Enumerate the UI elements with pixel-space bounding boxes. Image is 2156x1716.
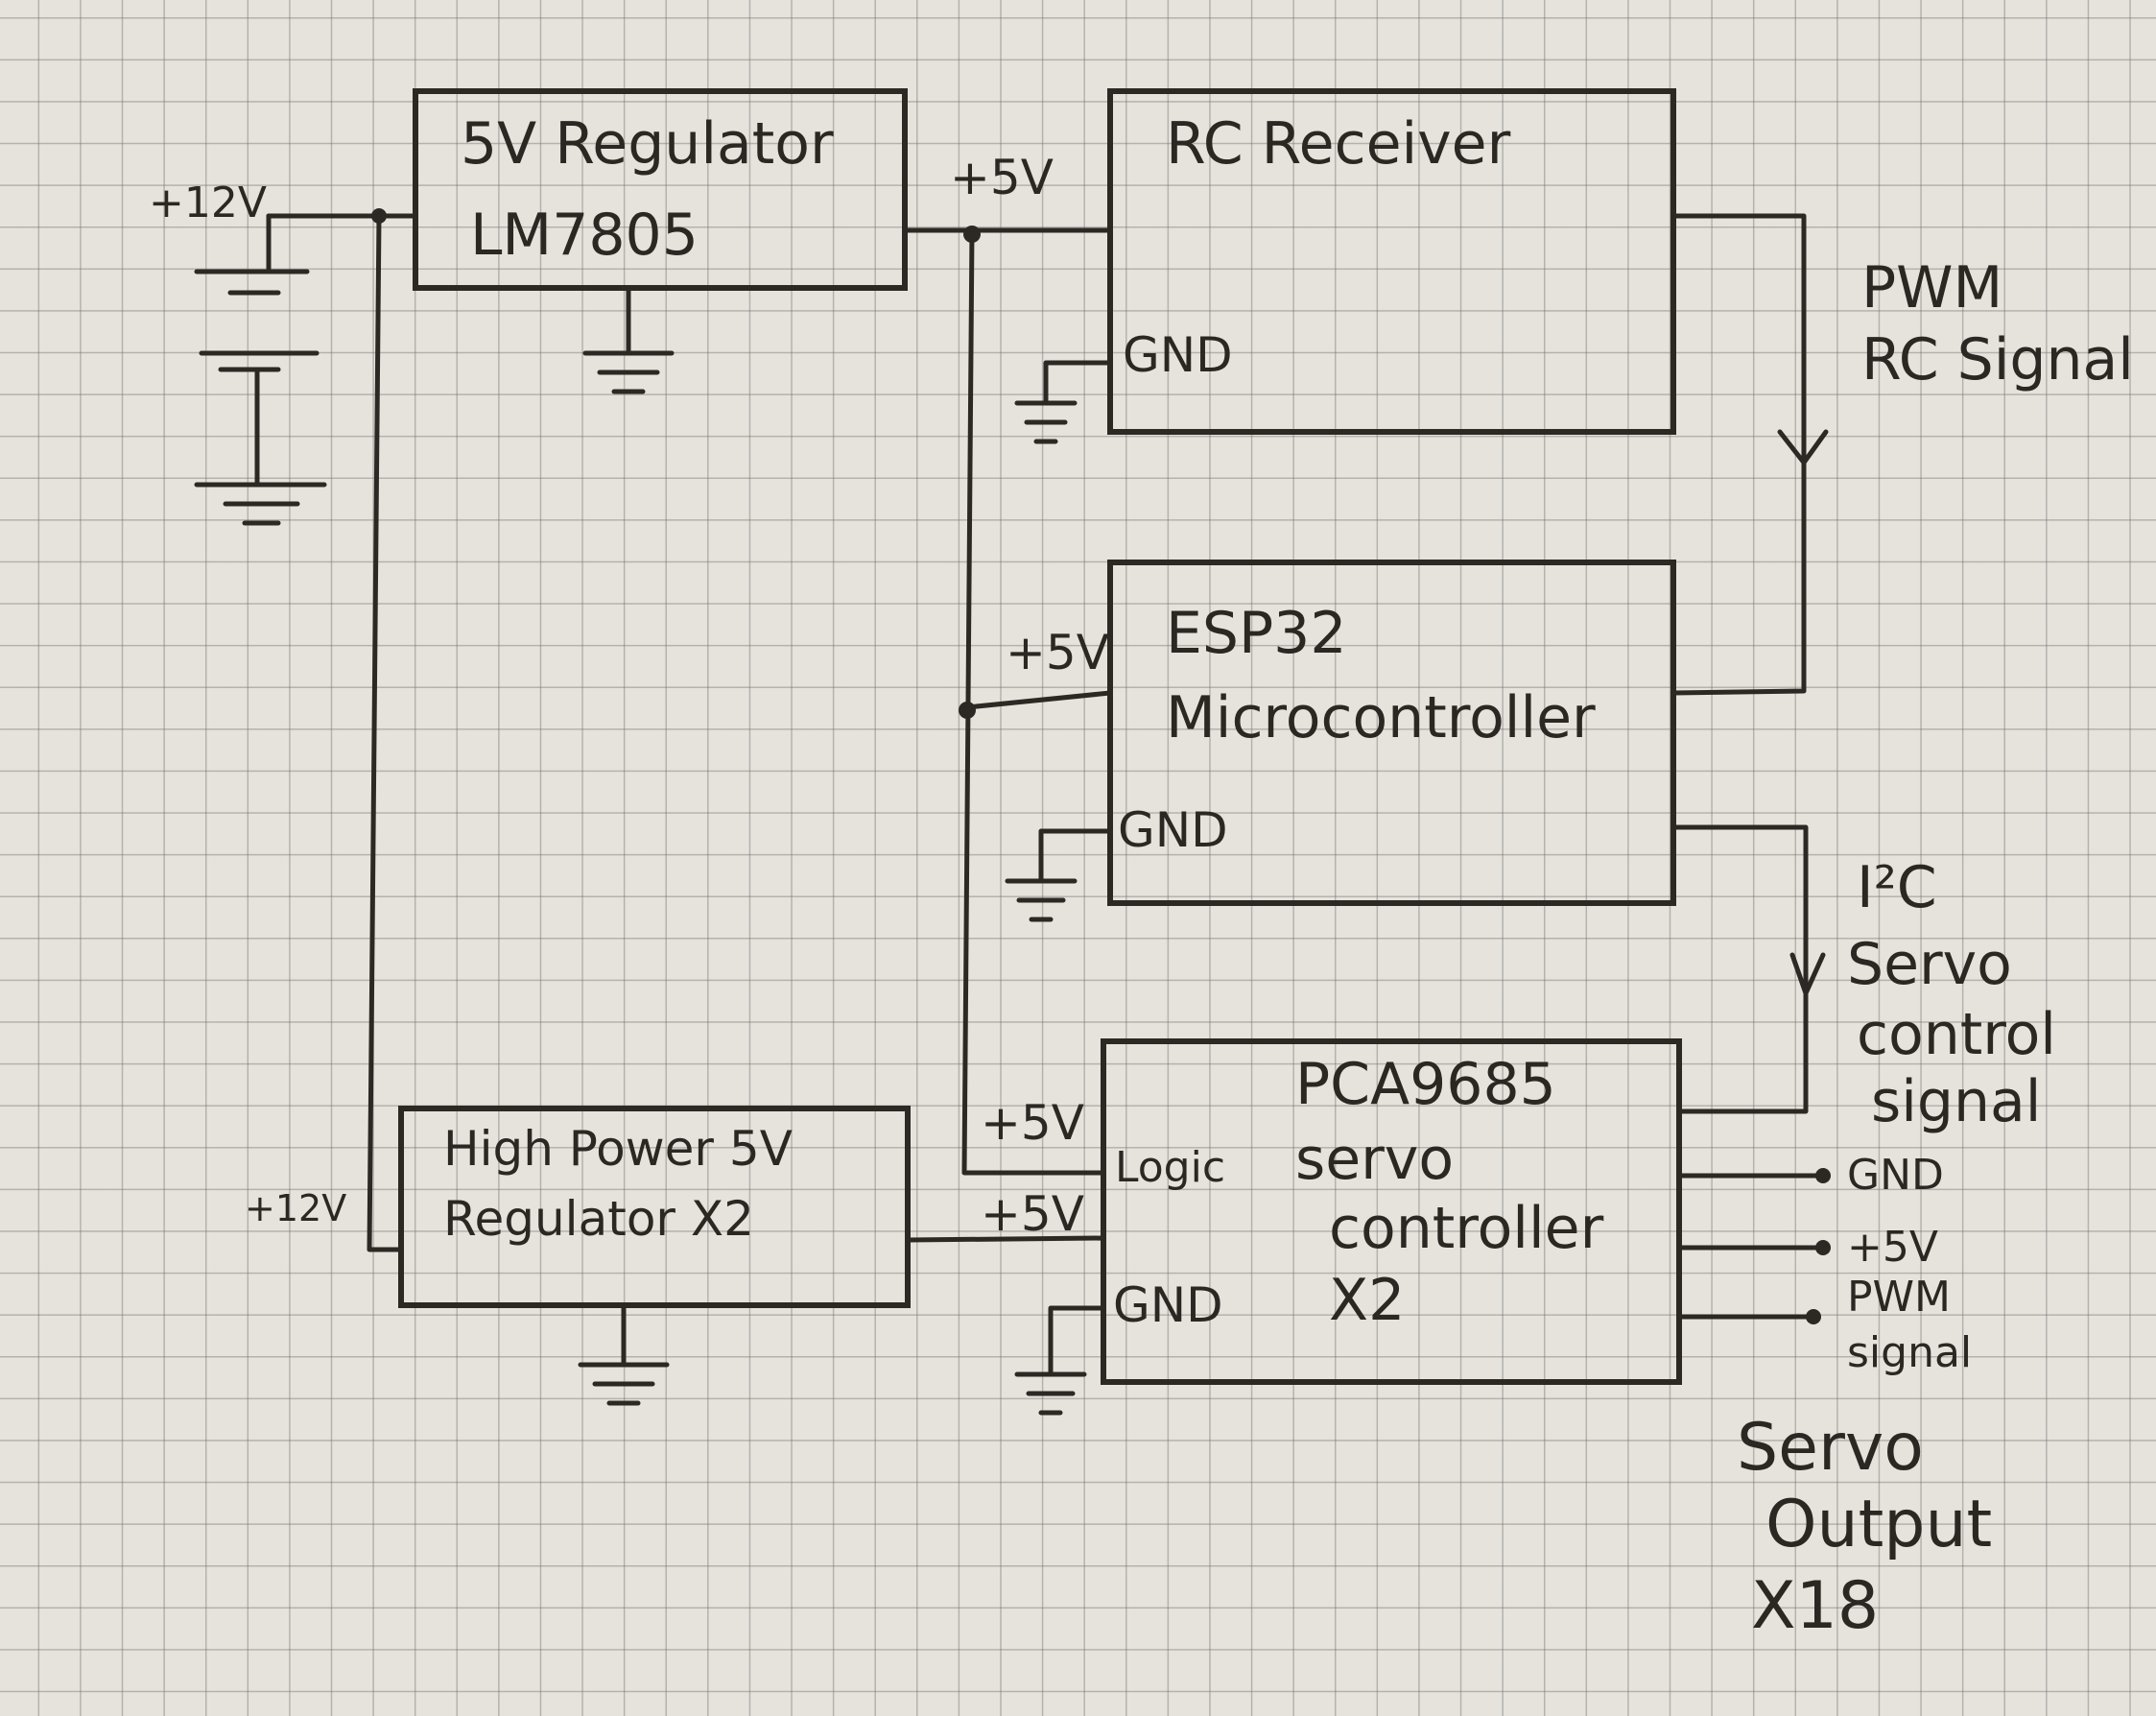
servo-pin-pwm: [1806, 1309, 1821, 1324]
junction-5v-rail: [963, 226, 981, 243]
pca9685-title: PCA9685: [1295, 1051, 1556, 1118]
servo-pin-5v: [1815, 1240, 1831, 1255]
ground-symbol: [1005, 878, 1078, 922]
pca9685-gnd-label: GND: [1113, 1277, 1223, 1333]
servo-pin-signal-label: signal: [1847, 1328, 1973, 1377]
pca9685-logic-5v-label: +5V: [981, 1095, 1084, 1151]
i2c-label: I²C: [1857, 854, 1937, 921]
high-power-regulator-title: High Power 5V: [443, 1121, 793, 1177]
block-rc-receiver: [1107, 88, 1676, 435]
block-5v-regulator: [413, 88, 908, 291]
ground-symbol: [1014, 1371, 1087, 1416]
arrow-pwm: [1777, 429, 1829, 465]
servo-pin-gnd: [1815, 1168, 1831, 1183]
servo-output-count: X18: [1751, 1568, 1880, 1644]
esp32-subtitle: Microcontroller: [1166, 684, 1596, 751]
esp32-gnd-label: GND: [1118, 802, 1228, 858]
i2c-control-label: control: [1857, 1001, 2056, 1068]
pca9685-quantity: X2: [1329, 1267, 1406, 1334]
junction-12v: [371, 208, 387, 224]
pca9685-controller: controller: [1329, 1195, 1604, 1262]
i2c-signal-label: signal: [1871, 1068, 2042, 1135]
high-power-regulator-subtitle: Regulator X2: [443, 1191, 754, 1247]
servo-output-subtitle: Output: [1765, 1487, 1993, 1562]
ground-symbol: [582, 285, 675, 394]
i2c-servo-label: Servo: [1847, 931, 2012, 998]
battery-symbol: [194, 213, 327, 526]
servo-pin-gnd-label: GND: [1847, 1151, 1944, 1200]
pca9685-logic-label: Logic: [1115, 1143, 1226, 1192]
pwm-signal-sublabel: RC Signal: [1861, 326, 2134, 393]
block-high-power-regulator: [398, 1106, 911, 1308]
servo-pin-5v-label: +5V: [1847, 1223, 1938, 1272]
pwm-signal-label: PWM: [1861, 254, 2003, 322]
servo-output-title: Servo: [1737, 1410, 1924, 1486]
servo-pin-pwm-label: PWM: [1847, 1273, 1952, 1322]
block-pca9685: [1101, 1038, 1682, 1385]
wire-i2c-signal: [1670, 824, 1809, 1114]
rc-receiver-gnd-label: GND: [1123, 327, 1233, 383]
esp32-5v-label: +5V: [1006, 625, 1109, 680]
junction-5v-esp32: [959, 702, 976, 719]
wire-pwm-signal: [1670, 213, 1807, 696]
rc-receiver-title: RC Receiver: [1166, 110, 1511, 178]
pca9685-servo: servo: [1295, 1126, 1455, 1193]
wire-5v-power: [905, 1235, 1106, 1243]
ground-symbol: [578, 1362, 670, 1406]
esp32-title: ESP32: [1166, 600, 1347, 667]
12v-battery-label: +12V: [149, 179, 267, 227]
block-esp32: [1107, 560, 1676, 906]
wire-12v-rail: [367, 213, 404, 1252]
5v-regulator-part: LM7805: [470, 202, 699, 269]
high-power-12v-label: +12V: [245, 1187, 347, 1229]
arrow-i2c: [1789, 952, 1826, 996]
5v-regulator-title: 5V Regulator: [461, 110, 834, 178]
pca9685-power-5v-label: +5V: [981, 1186, 1084, 1242]
ground-symbol: [1014, 400, 1078, 444]
5v-rail-label: +5V: [950, 150, 1054, 205]
